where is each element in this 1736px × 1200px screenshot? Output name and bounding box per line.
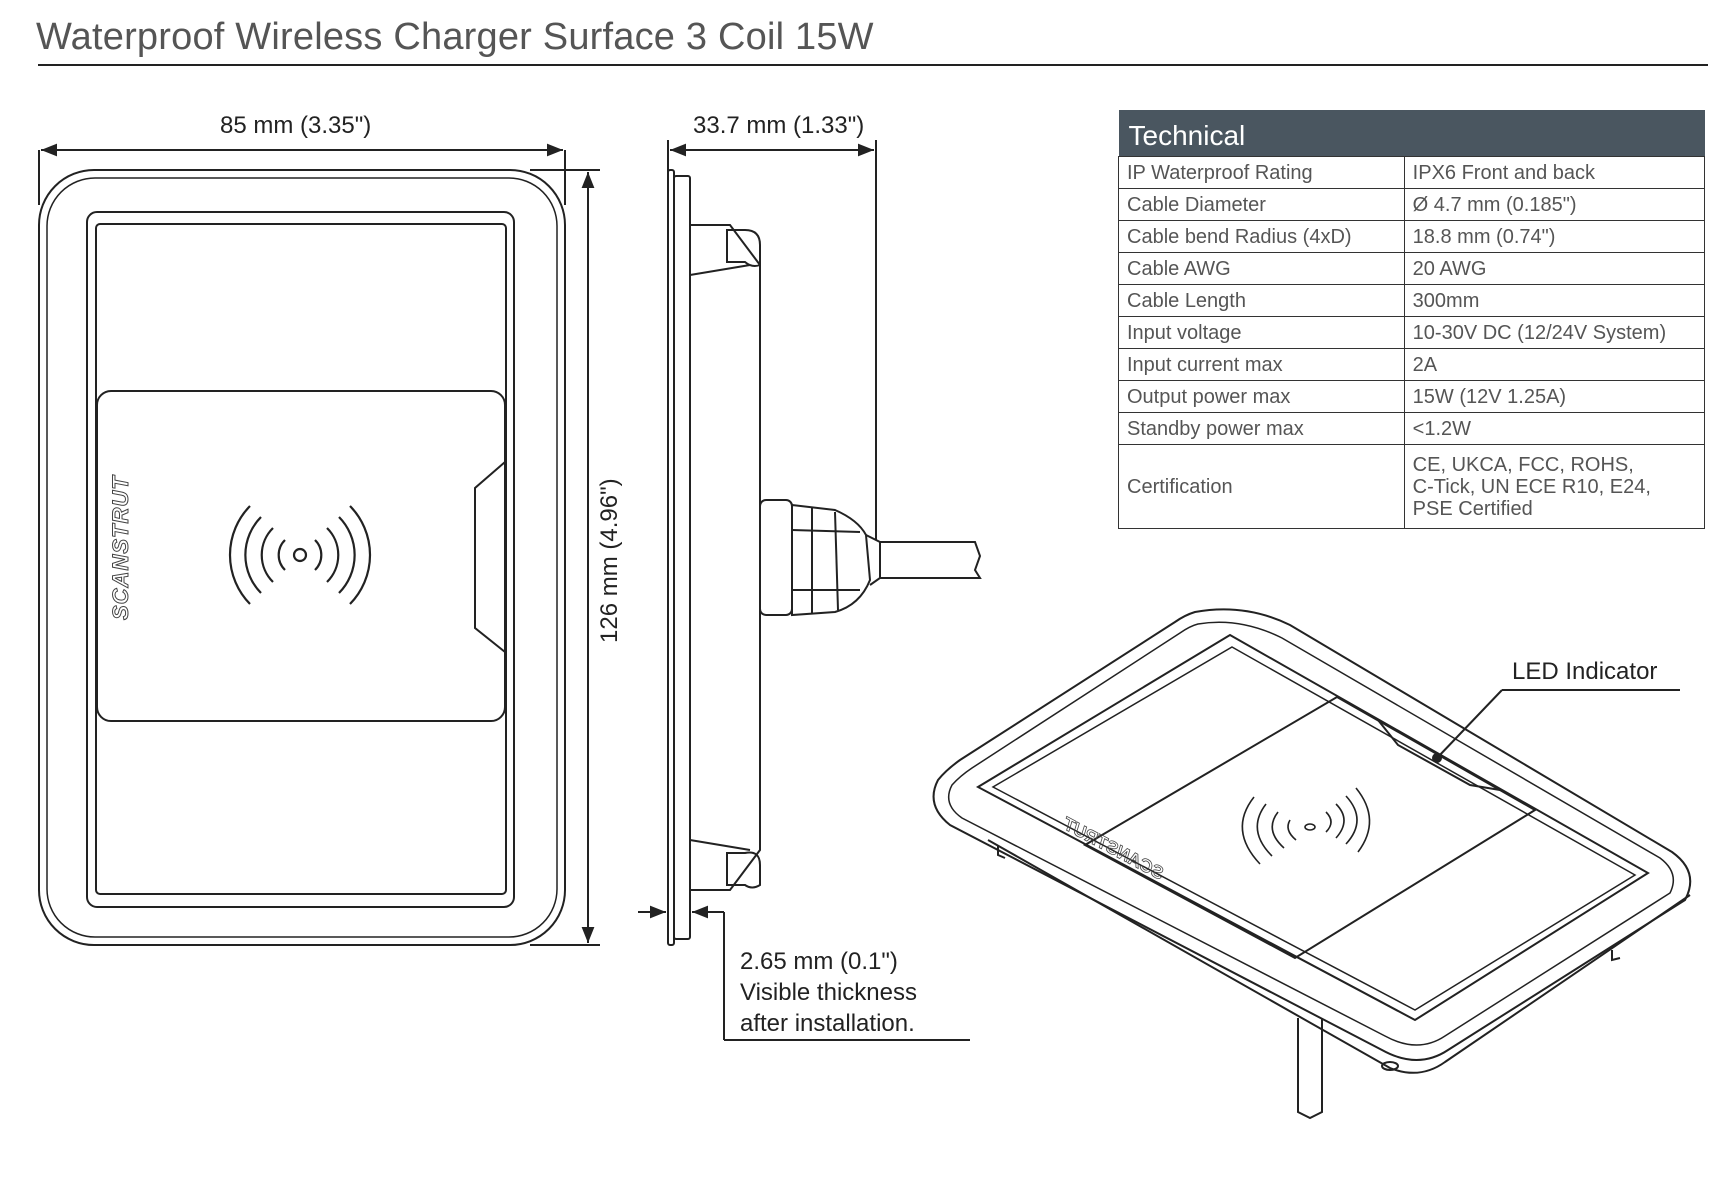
side-cable bbox=[880, 541, 982, 579]
isometric-view bbox=[932, 608, 1692, 1120]
iso-outer-bezel bbox=[932, 608, 1692, 1061]
table-row: Input current max 2A bbox=[1118, 348, 1706, 381]
iso-outer-bezel-inner bbox=[947, 621, 1675, 1046]
iso-inner-frame bbox=[975, 633, 1650, 1022]
thickness-note: 2.65 mm (0.1") Visible thickness after i… bbox=[740, 946, 917, 1039]
spec-value: 300mm bbox=[1403, 284, 1706, 317]
cert-line: PSE Certified bbox=[1412, 497, 1533, 520]
side-body bbox=[690, 224, 761, 891]
thickness-value: 2.65 mm (0.1") bbox=[740, 948, 898, 975]
table-row: Input voltage 10-30V DC (12/24V System) bbox=[1118, 316, 1706, 349]
side-top-clip bbox=[726, 229, 761, 267]
technical-spec-table: Technical IP Waterproof Rating IPX6 Fron… bbox=[1118, 110, 1706, 529]
technical-header: Technical bbox=[1118, 110, 1705, 157]
side-bottom-clip bbox=[726, 851, 761, 889]
spec-key: Cable Diameter bbox=[1118, 188, 1405, 221]
spec-key: Certification bbox=[1118, 444, 1405, 529]
depth-dimension bbox=[667, 140, 877, 540]
side-view bbox=[667, 169, 982, 946]
spec-value: 18.8 mm (0.74") bbox=[1403, 220, 1706, 253]
thickness-dimension bbox=[638, 905, 970, 1041]
thickness-caption-1: Visible thickness bbox=[740, 979, 917, 1006]
spec-value: 2A bbox=[1403, 348, 1706, 381]
iso-charge-pad bbox=[1082, 695, 1537, 960]
iso-wireless-icon bbox=[1241, 787, 1371, 865]
spec-value-certification: CE, UKCA, FCC, ROHS, C-Tick, UN ECE R10,… bbox=[1403, 444, 1706, 529]
led-indicator-label: LED Indicator bbox=[1512, 658, 1658, 685]
width-label: 85 mm (3.35") bbox=[220, 112, 372, 139]
table-row: Cable Length 300mm bbox=[1118, 284, 1706, 317]
front-view bbox=[38, 169, 566, 946]
spec-value: 15W (12V 1.25A) bbox=[1403, 380, 1706, 413]
width-dimension bbox=[38, 143, 566, 205]
spec-key: Input current max bbox=[1118, 348, 1405, 381]
table-row: Cable bend Radius (4xD) 18.8 mm (0.74") bbox=[1118, 220, 1706, 253]
depth-label: 33.7 mm (1.33") bbox=[693, 112, 865, 139]
table-row: Cable Diameter Ø 4.7 mm (0.185") bbox=[1118, 188, 1706, 221]
table-row: Standby power max <1.2W bbox=[1118, 412, 1706, 445]
iso-led-indicator bbox=[1377, 719, 1501, 791]
spec-value: IPX6 Front and back bbox=[1403, 156, 1706, 189]
cert-line: C-Tick, UN ECE R10, E24, bbox=[1412, 475, 1651, 498]
spec-value: 10-30V DC (12/24V System) bbox=[1403, 316, 1706, 349]
front-charge-pad bbox=[96, 390, 506, 722]
spec-key: Output power max bbox=[1118, 380, 1405, 413]
led-leader bbox=[1432, 689, 1680, 763]
front-outer-bezel bbox=[38, 169, 566, 946]
cert-line: CE, UKCA, FCC, ROHS, bbox=[1412, 453, 1634, 476]
cable-gland-base bbox=[759, 499, 793, 616]
front-brand-logo: SCANSTRUT bbox=[108, 475, 133, 620]
spec-key: Cable bend Radius (4xD) bbox=[1118, 220, 1405, 253]
spec-key: Cable Length bbox=[1118, 284, 1405, 317]
height-dimension bbox=[530, 169, 600, 946]
spec-value: 20 AWG bbox=[1403, 252, 1706, 285]
table-row: Certification CE, UKCA, FCC, ROHS, C-Tic… bbox=[1118, 444, 1706, 529]
wireless-charging-icon bbox=[228, 505, 372, 605]
height-label: 126 mm (4.96") bbox=[596, 478, 623, 643]
iso-cable bbox=[1297, 1018, 1323, 1120]
spec-key: IP Waterproof Rating bbox=[1118, 156, 1405, 189]
spec-key: Standby power max bbox=[1118, 412, 1405, 445]
iso-brand-logo: SCANSTRUT bbox=[1058, 813, 1167, 884]
spec-key: Cable AWG bbox=[1118, 252, 1405, 285]
spec-value: Ø 4.7 mm (0.185") bbox=[1403, 188, 1706, 221]
front-outer-bezel-inner bbox=[46, 177, 558, 938]
spec-key: Input voltage bbox=[1118, 316, 1405, 349]
front-inner-frame bbox=[86, 211, 515, 908]
thickness-caption-2: after installation. bbox=[740, 1010, 915, 1037]
table-row: Output power max 15W (12V 1.25A) bbox=[1118, 380, 1706, 413]
table-row: IP Waterproof Rating IPX6 Front and back bbox=[1118, 156, 1706, 189]
page-title: Waterproof Wireless Charger Surface 3 Co… bbox=[36, 16, 874, 58]
spec-value: <1.2W bbox=[1403, 412, 1706, 445]
title-underline bbox=[38, 64, 1708, 66]
table-row: Cable AWG 20 AWG bbox=[1118, 252, 1706, 285]
front-led-indicator bbox=[474, 461, 506, 653]
cable-gland-nut bbox=[791, 503, 872, 617]
front-screen bbox=[95, 223, 507, 895]
